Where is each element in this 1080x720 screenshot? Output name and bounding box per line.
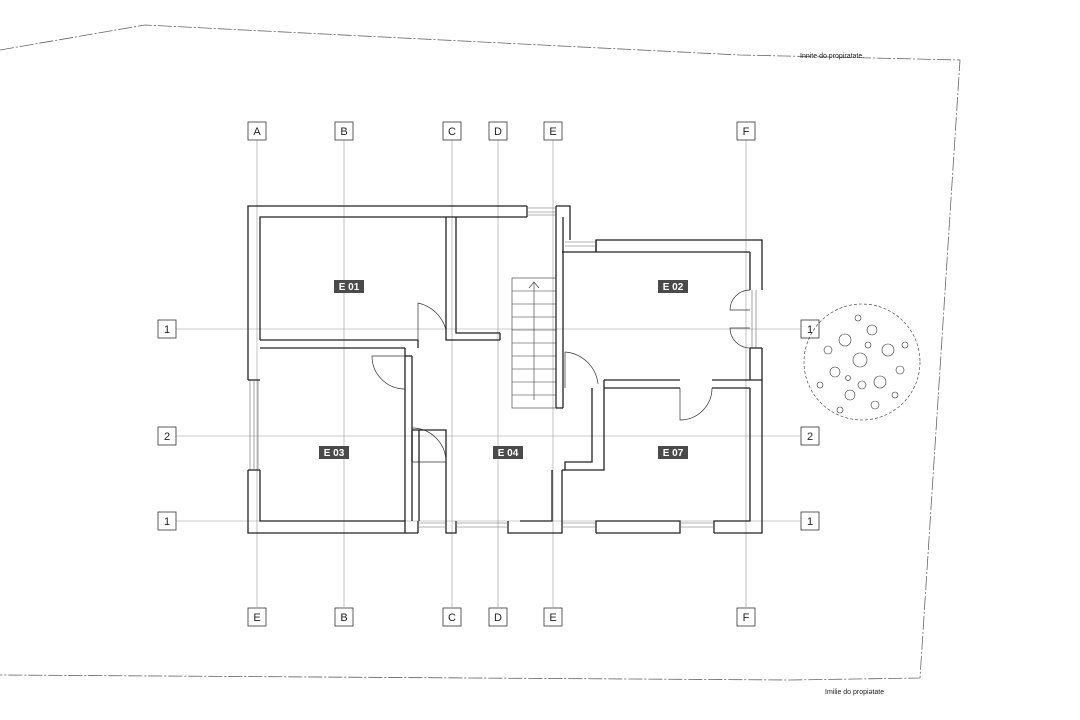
grid-labels-left: 1 2 1: [157, 319, 177, 531]
doors: [371, 289, 751, 463]
room-tag-e04: E 04: [498, 448, 519, 459]
grid-label-bottom-d: D: [494, 612, 502, 624]
property-label-top: Innite do propiratate.: [800, 53, 864, 60]
room-tags: E 01 E 02 E 03 E 04 E 07: [319, 280, 688, 459]
grid-labels-top: A B C D E F: [247, 121, 756, 141]
grid-label-top-c: C: [448, 126, 456, 138]
room-tag-e07: E 07: [663, 448, 684, 459]
grid-label-top-b: B: [340, 126, 347, 138]
grid-label-left-1b: 1: [164, 516, 170, 528]
grid-label-bottom-f: F: [743, 612, 750, 624]
grid-label-bottom-e2: E: [549, 612, 556, 624]
grid-labels-right: 1 2 1: [800, 319, 820, 531]
tree-symbol: [803, 303, 921, 421]
staircase: [511, 277, 557, 409]
room-tag-e03: E 03: [324, 448, 345, 459]
grid-label-top-a: A: [253, 126, 261, 138]
property-label-bottom: Imilie do propiətate: [825, 689, 884, 696]
grid-label-bottom-b: B: [340, 612, 347, 624]
grid-labels-bottom: E B C D E F: [247, 607, 756, 627]
room-tag-e02: E 02: [663, 282, 684, 293]
grid-label-right-1b: 1: [807, 516, 813, 528]
grid-label-top-d: D: [494, 126, 502, 138]
grid-label-bottom-e: E: [253, 612, 260, 624]
grid-lines: [176, 140, 800, 607]
grid-label-right-1: 1: [807, 324, 813, 336]
grid-label-right-2: 2: [807, 431, 813, 443]
grid-label-top-f: F: [743, 126, 750, 138]
room-tag-e01: E 01: [339, 282, 360, 293]
windows: [249, 207, 757, 528]
grid-label-bottom-c: C: [448, 612, 456, 624]
grid-label-top-e: E: [549, 126, 556, 138]
property-boundary: [0, 24, 961, 681]
walls: [247, 205, 763, 534]
grid-label-left-1: 1: [164, 324, 170, 336]
grid-label-left-2: 2: [164, 431, 170, 443]
